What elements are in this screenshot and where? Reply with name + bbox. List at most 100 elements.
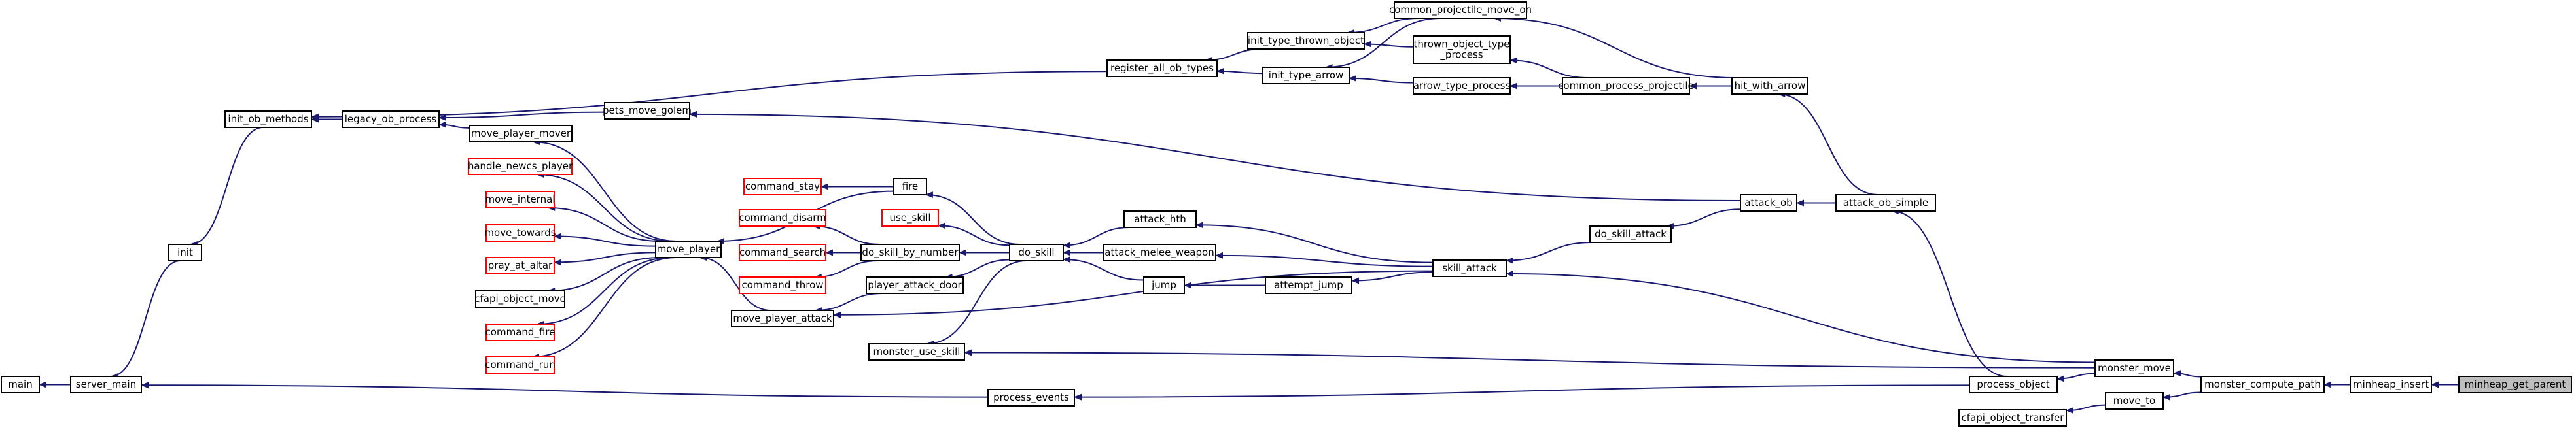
node-minheap-insert[interactable]: minheap_insert xyxy=(2350,376,2432,393)
edge-move-player-to-cfapi-object-move xyxy=(547,257,661,294)
node-label: move_player xyxy=(657,243,720,256)
node-fire[interactable]: fire xyxy=(893,178,927,195)
node-hit-with-arrow[interactable]: hit_with_arrow xyxy=(1731,77,1808,95)
node-label: arrow_type_process xyxy=(1413,80,1511,92)
node-label: command_stay xyxy=(745,180,820,193)
node-jump[interactable]: jump xyxy=(1143,276,1185,294)
node-attack-ob[interactable]: attack_ob xyxy=(1740,194,1797,212)
node-process-object[interactable]: process_object xyxy=(1969,376,2058,393)
node-label: cfapi_object_transfer xyxy=(1962,412,2065,424)
node-common-process-projectile[interactable]: common_process_projectile xyxy=(1558,77,1694,95)
node-common-projectile-move-on[interactable]: common_projectile_move_on xyxy=(1389,1,1532,19)
node-move-to[interactable]: move_to xyxy=(2105,392,2164,410)
node-arrow-type-process[interactable]: arrow_type_process xyxy=(1413,77,1511,95)
node-command-throw[interactable]: command_throw xyxy=(739,276,826,294)
node-init-ob-methods[interactable]: init_ob_methods xyxy=(224,110,312,128)
node-attempt-jump[interactable]: attempt_jump xyxy=(1265,276,1352,294)
node-box xyxy=(1143,276,1185,294)
node-box xyxy=(881,209,939,227)
node-label: _process xyxy=(1439,49,1483,61)
edge-skill-attack-to-move-player-attack xyxy=(833,270,1434,318)
node-move-player[interactable]: move_player xyxy=(655,241,722,258)
node-box xyxy=(2350,376,2432,393)
node-command-search[interactable]: command_search xyxy=(739,244,826,261)
edge-move-player-mover-to-legacy-ob-process xyxy=(438,121,470,129)
node-label: register_all_ob_types xyxy=(1110,62,1214,75)
node-attack-ob-simple[interactable]: attack_ob_simple xyxy=(1835,194,1936,212)
node-command-fire[interactable]: command_fire xyxy=(485,324,556,341)
node-do-skill-by-number[interactable]: do_skill_by_number xyxy=(860,244,960,261)
node-register-all-ob-types[interactable]: register_all_ob_types xyxy=(1106,59,1218,77)
node-monster-compute-path[interactable]: monster_compute_path xyxy=(2200,376,2325,393)
node-command-run[interactable]: command_run xyxy=(485,356,556,374)
node-move-internal[interactable]: move_internal xyxy=(485,191,556,208)
node-box xyxy=(70,376,142,393)
node-command-disarm[interactable]: command_disarm xyxy=(739,209,826,227)
node-box xyxy=(2458,376,2572,393)
edge-skill-attack-to-attack-hth xyxy=(1195,222,1434,263)
edge-common-process-projectile-to-thrown-object-type-process xyxy=(1509,57,1589,78)
node-main[interactable]: main xyxy=(1,376,40,393)
edge-init-type-thrown-object-to-register-all-ob-types xyxy=(1204,48,1263,63)
node-player-attack-door[interactable]: player_attack_door xyxy=(866,276,964,294)
node-label: do_skill_attack xyxy=(1595,228,1667,241)
node-move-towards[interactable]: move_towards xyxy=(484,224,556,242)
node-thrown-object-type-process[interactable]: thrown_object_type_process xyxy=(1413,35,1511,64)
node-label: do_skill_by_number xyxy=(862,246,959,259)
node-box xyxy=(1106,59,1218,77)
edge-common-projectile-move-on-to-init-type-arrow xyxy=(1324,18,1441,71)
node-use-skill[interactable]: use_skill xyxy=(881,209,939,227)
node-process-events[interactable]: process_events xyxy=(987,389,1075,407)
node-init[interactable]: init xyxy=(168,244,202,261)
node-cfapi-object-transfer[interactable]: cfapi_object_transfer xyxy=(1958,409,2067,427)
node-label: move_player_mover xyxy=(471,127,571,140)
node-move-player-attack[interactable]: move_player_attack xyxy=(731,310,834,327)
node-box xyxy=(2105,392,2164,410)
node-monster-move[interactable]: monster_move xyxy=(2094,359,2174,377)
node-box xyxy=(604,102,690,120)
node-label: move_towards xyxy=(484,227,556,239)
edge-register-all-ob-types-to-init-ob-methods xyxy=(311,71,1108,120)
node-box xyxy=(2094,359,2174,377)
edge-monster-move-to-process-object xyxy=(2056,373,2096,382)
node-label: main xyxy=(8,378,32,390)
edge-attack-ob-to-do-skill-attack xyxy=(1665,208,1741,229)
node-monster-use-skill[interactable]: monster_use_skill xyxy=(868,343,965,361)
node-do-skill[interactable]: do_skill xyxy=(1009,244,1064,261)
edge-move-player-to-pray-at-altar xyxy=(554,252,656,266)
node-box xyxy=(475,290,565,308)
node-cfapi-object-move[interactable]: cfapi_object_move xyxy=(474,290,566,308)
node-box xyxy=(485,324,555,341)
edge-thrown-object-type-process-to-init-type-thrown-object xyxy=(1364,41,1414,48)
node-label: player_attack_door xyxy=(868,279,962,291)
node-label: pray_at_altar xyxy=(488,259,553,272)
node-legacy-ob-process[interactable]: legacy_ob_process xyxy=(342,110,440,128)
node-do-skill-attack[interactable]: do_skill_attack xyxy=(1589,225,1672,243)
node-handle-newcs-player[interactable]: handle_newcs_player xyxy=(468,158,573,175)
node-init-type-arrow[interactable]: init_type_arrow xyxy=(1262,67,1350,84)
node-box xyxy=(1413,77,1511,95)
node-label: move_internal xyxy=(485,193,556,206)
node-label: monster_use_skill xyxy=(873,346,961,358)
node-pets-move-golem[interactable]: pets_move_golem xyxy=(603,102,692,120)
node-box xyxy=(485,224,555,242)
node-box xyxy=(1413,35,1511,64)
node-label: skill_attack xyxy=(1442,262,1497,274)
node-command-stay[interactable]: command_stay xyxy=(743,178,822,195)
node-label: attempt_jump xyxy=(1274,279,1343,291)
node-server-main[interactable]: server_main xyxy=(70,376,142,393)
node-attack-melee-weapon[interactable]: attack_melee_weapon xyxy=(1103,244,1216,261)
node-label: do_skill xyxy=(1018,246,1054,259)
node-box xyxy=(866,276,964,294)
node-box xyxy=(469,125,573,142)
node-attack-hth[interactable]: attack_hth xyxy=(1123,210,1197,228)
edge-monster-compute-path-to-monster-move xyxy=(2173,370,2202,378)
node-pray-at-altar[interactable]: pray_at_altar xyxy=(485,257,555,274)
node-skill-attack[interactable]: skill_attack xyxy=(1432,259,1507,277)
node-move-player-mover[interactable]: move_player_mover xyxy=(469,125,573,142)
node-label: attack_melee_weapon xyxy=(1104,246,1214,259)
node-box xyxy=(1740,194,1797,212)
edge-do-skill-to-fire xyxy=(925,191,1021,245)
node-box xyxy=(893,178,927,195)
node-init-type-thrown-object[interactable]: init_type_thrown_object xyxy=(1247,32,1365,50)
